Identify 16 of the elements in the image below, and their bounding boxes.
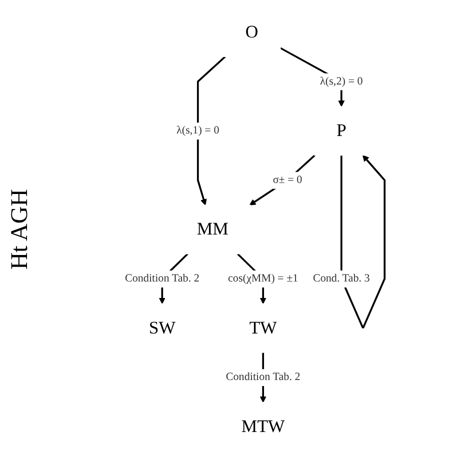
node-text: TW [249, 318, 277, 338]
edge-label: σ± = 0 [272, 174, 302, 186]
edge-label: λ(s,1) = 0 [176, 124, 219, 137]
edge-label: Condition Tab. 2 [226, 371, 300, 384]
edge-label: λ(s,2) = 0 [320, 75, 362, 88]
edge-label: cos(χMM) = ±1 [228, 272, 298, 285]
edge-label: Condition Tab. 2 [124, 272, 200, 285]
node-text: MTW [241, 417, 284, 436]
node-text: O [245, 22, 258, 42]
side-label: Ht AGH [6, 189, 34, 270]
arrow [249, 154, 316, 206]
node-text: P [336, 121, 346, 140]
edge-label: Cond. Tab. 3 [312, 272, 370, 285]
node-text: SW [148, 318, 176, 338]
arrow [196, 56, 226, 206]
node-text: MM [196, 220, 228, 240]
